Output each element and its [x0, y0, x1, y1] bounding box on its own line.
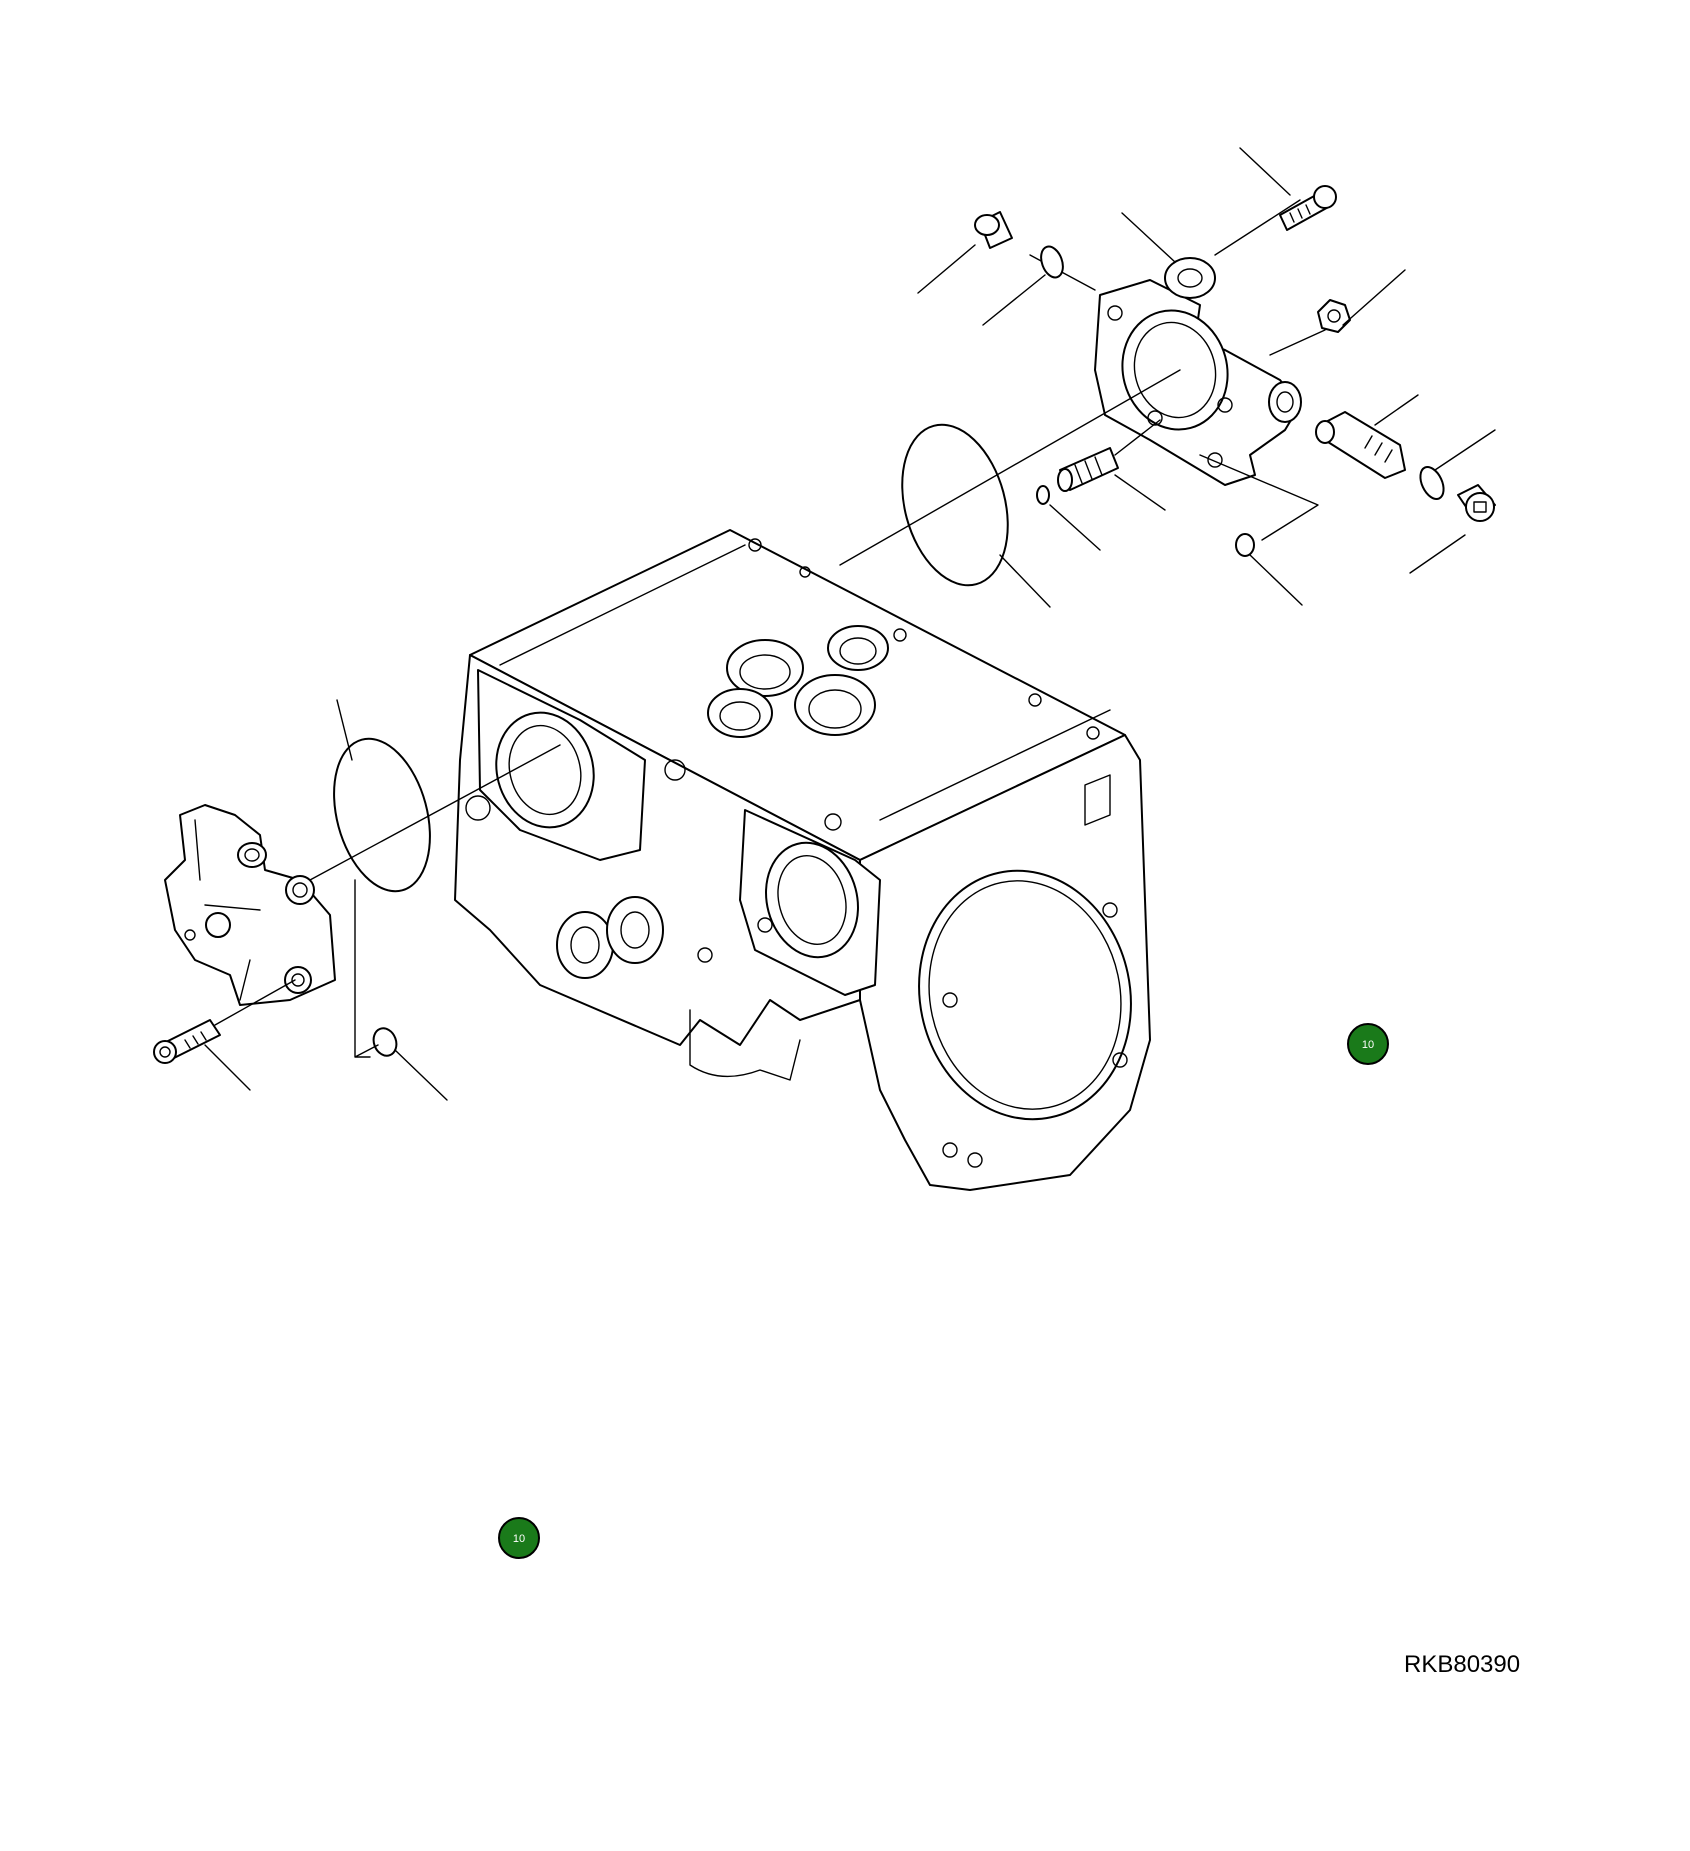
cover-flange [1094, 257, 1302, 486]
marker-circle [498, 1517, 540, 1559]
plug-top-left [974, 211, 1064, 279]
adjusting-screw [1315, 411, 1496, 522]
o-ring-large-right [901, 423, 1009, 587]
marker-label: 10 [513, 1533, 525, 1545]
left-valve-body [164, 804, 336, 1006]
callout-marker-1[interactable]: 10 [1347, 1023, 1389, 1065]
o-ring-small-1 [1036, 485, 1050, 505]
drawing-id-label: RKB80390 [1404, 1651, 1521, 1678]
spring-sleeve [1057, 419, 1161, 492]
o-ring-small-2 [1235, 533, 1255, 557]
callout-marker-2[interactable]: 10 [498, 1517, 540, 1559]
marker-label: 10 [1362, 1039, 1374, 1051]
pump-case [454, 529, 1151, 1191]
socket-bolt-left [153, 979, 296, 1064]
o-ring-large-left [333, 737, 431, 893]
socket-bolt-top [1279, 185, 1337, 231]
o-ring-small-left [372, 1027, 398, 1057]
marker-circle [1347, 1023, 1389, 1065]
hex-nut [1317, 299, 1351, 333]
